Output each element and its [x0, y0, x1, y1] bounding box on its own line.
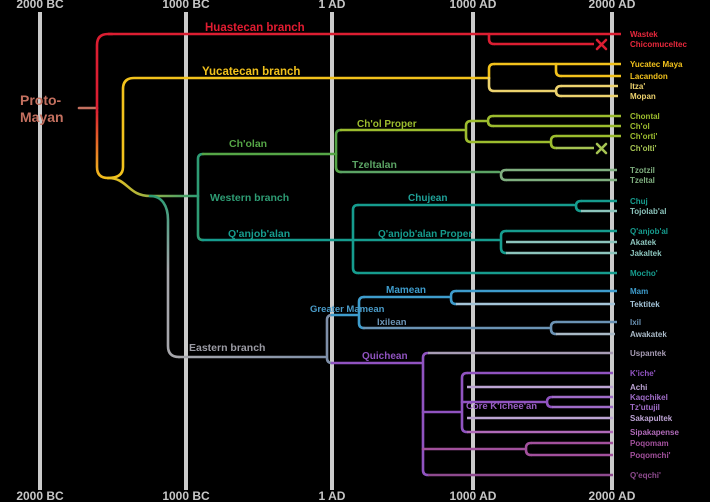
branch-tzeltalan-bracket	[499, 168, 508, 182]
language-label: Sakapultek	[630, 414, 673, 423]
branch-label: Western branch	[210, 192, 289, 204]
language-label: Lacandon	[630, 72, 668, 81]
branch-eastern-bracket	[325, 313, 334, 365]
language-label: Tzeltal	[630, 176, 655, 185]
language-lines-layer	[108, 32, 621, 477]
branch-chorti-bracket	[549, 134, 558, 150]
language-label: Ch'orti'	[630, 132, 657, 141]
language-label: Yucatec Maya	[630, 60, 683, 69]
branch-chol-split-bracket	[464, 119, 473, 144]
branch-structure-layer	[77, 32, 583, 477]
language-label: Jakaltek	[630, 249, 662, 258]
branch-label: Eastern branch	[189, 342, 265, 354]
branch-label: Greater Mamean	[310, 304, 385, 315]
extinct-cross-icon	[595, 142, 608, 155]
branch-greater-quichean-bracket	[421, 351, 430, 477]
branch-lacandon-bracket	[554, 62, 563, 78]
language-label: Tz'utujil	[630, 403, 660, 412]
branch-label: Yucatecan branch	[202, 66, 300, 78]
proto-mayan-line1: Proto-	[20, 92, 62, 108]
timeline-label-top: 1 AD	[319, 0, 346, 11]
language-label: Achi	[630, 383, 647, 392]
language-label: Tojolab'al	[630, 207, 666, 216]
language-label: Awakatek	[630, 330, 667, 339]
timeline-label-top: 1000 BC	[162, 0, 210, 11]
branch-label: Q'anjob'alan	[228, 228, 290, 240]
branch-label: Core K'ichee'an	[466, 401, 537, 412]
branch-label: Ch'ol Proper	[357, 119, 417, 130]
language-label: Ixil	[630, 318, 641, 327]
timeline-label-bottom: 2000 BC	[16, 489, 64, 502]
language-label: Wastek	[630, 30, 658, 39]
branch-chicomuceltec-elbow	[487, 32, 496, 46]
branch-itza-mopan-bracket	[554, 84, 563, 98]
language-label: Chontal	[630, 112, 660, 121]
language-label: Chuj	[630, 197, 648, 206]
timeline-label-bottom: 1000 BC	[162, 489, 210, 502]
language-label: Mocho'	[630, 269, 658, 278]
branch-greater-mamean-bracket	[357, 295, 366, 330]
branch-label: Mamean	[386, 285, 426, 296]
language-label: Q'eqchi'	[630, 471, 661, 480]
timeline-layer: 2000 BC 2000 BC 1000 BC 1000 BC 1 AD 1 AD 1000…	[16, 0, 635, 502]
language-label: Sipakapense	[630, 428, 679, 437]
language-label: Chicomuceltec	[630, 40, 687, 49]
branch-gray-trunk	[148, 194, 181, 359]
language-label: Tzotzil	[630, 166, 655, 175]
branch-label: Huastecan branch	[205, 22, 305, 34]
language-label: Ch'ol	[630, 122, 650, 131]
language-label: Uspantek	[630, 349, 667, 358]
branch-yucatecan-s	[106, 76, 491, 180]
branch-label: Ch'olan	[229, 138, 267, 150]
language-label: Itza'	[630, 82, 645, 91]
extinct-cross-icon	[595, 38, 608, 51]
branch-label: Q'anjob'alan Proper	[378, 229, 472, 240]
branch-mopan-itza-elbow	[487, 76, 558, 93]
branch-trunk-lower	[95, 110, 110, 180]
proto-mayan-line2: Mayan	[20, 109, 64, 125]
branch-trunk-upper	[95, 32, 114, 114]
timeline-label-top: 2000 AD	[589, 0, 636, 11]
branch-label: Tzeltalan	[352, 159, 397, 171]
branch-western-bracket	[196, 152, 205, 242]
language-label: Akatek	[630, 238, 657, 247]
timeline-label-bottom: 1 AD	[319, 489, 346, 502]
branch-kaqchikel-tzutujil-bracket	[545, 395, 554, 409]
branch-label: Ixilean	[377, 317, 407, 328]
timeline-label-top: 2000 BC	[16, 0, 64, 11]
branch-label: Quichean	[362, 351, 408, 362]
branch-chuj-bracket	[574, 199, 583, 213]
timeline-label-bottom: 2000 AD	[589, 489, 636, 502]
branch-yucatecan-proper-elbow	[487, 62, 496, 80]
branch-label: Chujean	[408, 193, 447, 204]
branch-ixil-bracket	[549, 320, 558, 336]
language-label: Poqomam	[630, 439, 669, 448]
language-label: Kaqchikel	[630, 393, 668, 402]
timeline-label-top: 1000 AD	[450, 0, 497, 11]
branch-cholan-bracket	[334, 128, 343, 174]
language-label: Ch'olti'	[630, 144, 657, 153]
language-label: Poqomchi'	[630, 451, 671, 460]
language-label: Mopan	[630, 92, 656, 101]
timeline-label-bottom: 1000 AD	[450, 489, 497, 502]
branch-chontal-chol-bracket	[486, 114, 495, 128]
branch-qanjobalan-proper-bracket	[499, 229, 508, 255]
language-label: K'iche'	[630, 369, 656, 378]
language-label: Tektitek	[630, 300, 660, 309]
branch-poqom-bracket	[524, 441, 533, 457]
language-label: Q'anjob'al	[630, 227, 668, 236]
proto-mayan-label: Proto- Mayan	[20, 92, 65, 125]
branch-mam-bracket	[449, 289, 458, 306]
language-label: Mam	[630, 287, 648, 296]
